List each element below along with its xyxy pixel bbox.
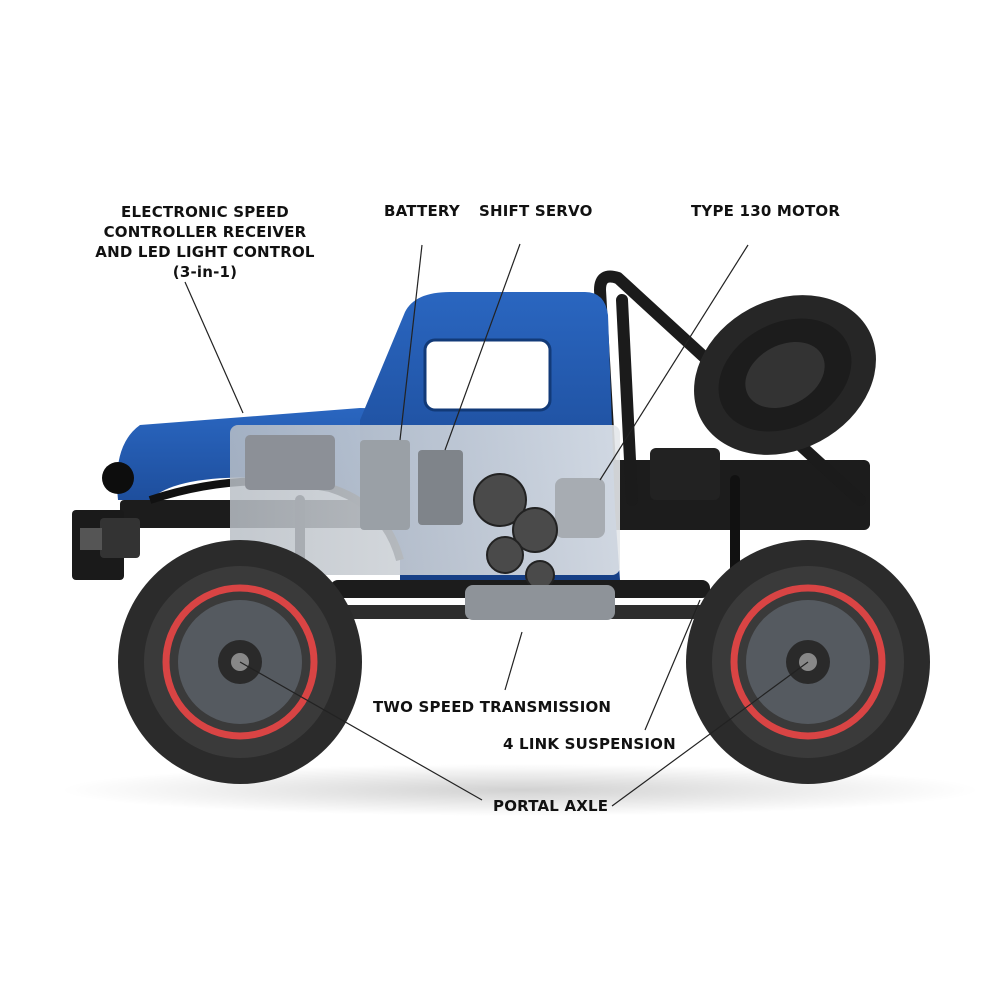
leader-transmission xyxy=(504,631,523,691)
roll-cage xyxy=(594,270,866,506)
battery-pack xyxy=(360,440,410,530)
ground-shadow xyxy=(60,764,980,816)
label-esc-line3: AND LED LIGHT CONTROL xyxy=(95,243,315,261)
label-esc-line1: ELECTRONIC SPEED xyxy=(121,203,289,221)
label-esc-line4: (3-in-1) xyxy=(172,263,238,281)
label-motor: TYPE 130 MOTOR xyxy=(691,202,841,220)
label-suspension: 4 LINK SUSPENSION xyxy=(503,735,676,753)
cab-window xyxy=(423,338,552,412)
leader-esc xyxy=(184,281,244,414)
leader-motor xyxy=(599,244,749,481)
spare-tire xyxy=(694,295,876,455)
label-shift-servo: SHIFT SERVO xyxy=(479,202,593,220)
label-portal-axle: PORTAL AXLE xyxy=(493,797,609,815)
leader-lines xyxy=(184,243,809,807)
leader-axle-rear xyxy=(611,661,809,807)
leader-battery xyxy=(399,244,423,441)
label-esc: ELECTRONIC SPEED CONTROLLER RECEIVER AND… xyxy=(95,202,315,282)
gear-train xyxy=(473,473,558,590)
leader-servo xyxy=(444,243,521,451)
leader-suspension xyxy=(644,599,701,731)
motor-can xyxy=(555,478,605,538)
label-transmission: TWO SPEED TRANSMISSION xyxy=(373,698,612,716)
servo-unit xyxy=(418,450,463,525)
label-battery: BATTERY xyxy=(384,202,460,220)
transmission-housing xyxy=(465,585,615,620)
label-esc-line2: CONTROLLER RECEIVER xyxy=(103,223,307,241)
front-bumper xyxy=(72,510,140,580)
headlight xyxy=(102,462,134,494)
leader-axle-front xyxy=(239,661,483,801)
esc-unit xyxy=(245,435,335,490)
rear-battery-box xyxy=(650,448,720,500)
